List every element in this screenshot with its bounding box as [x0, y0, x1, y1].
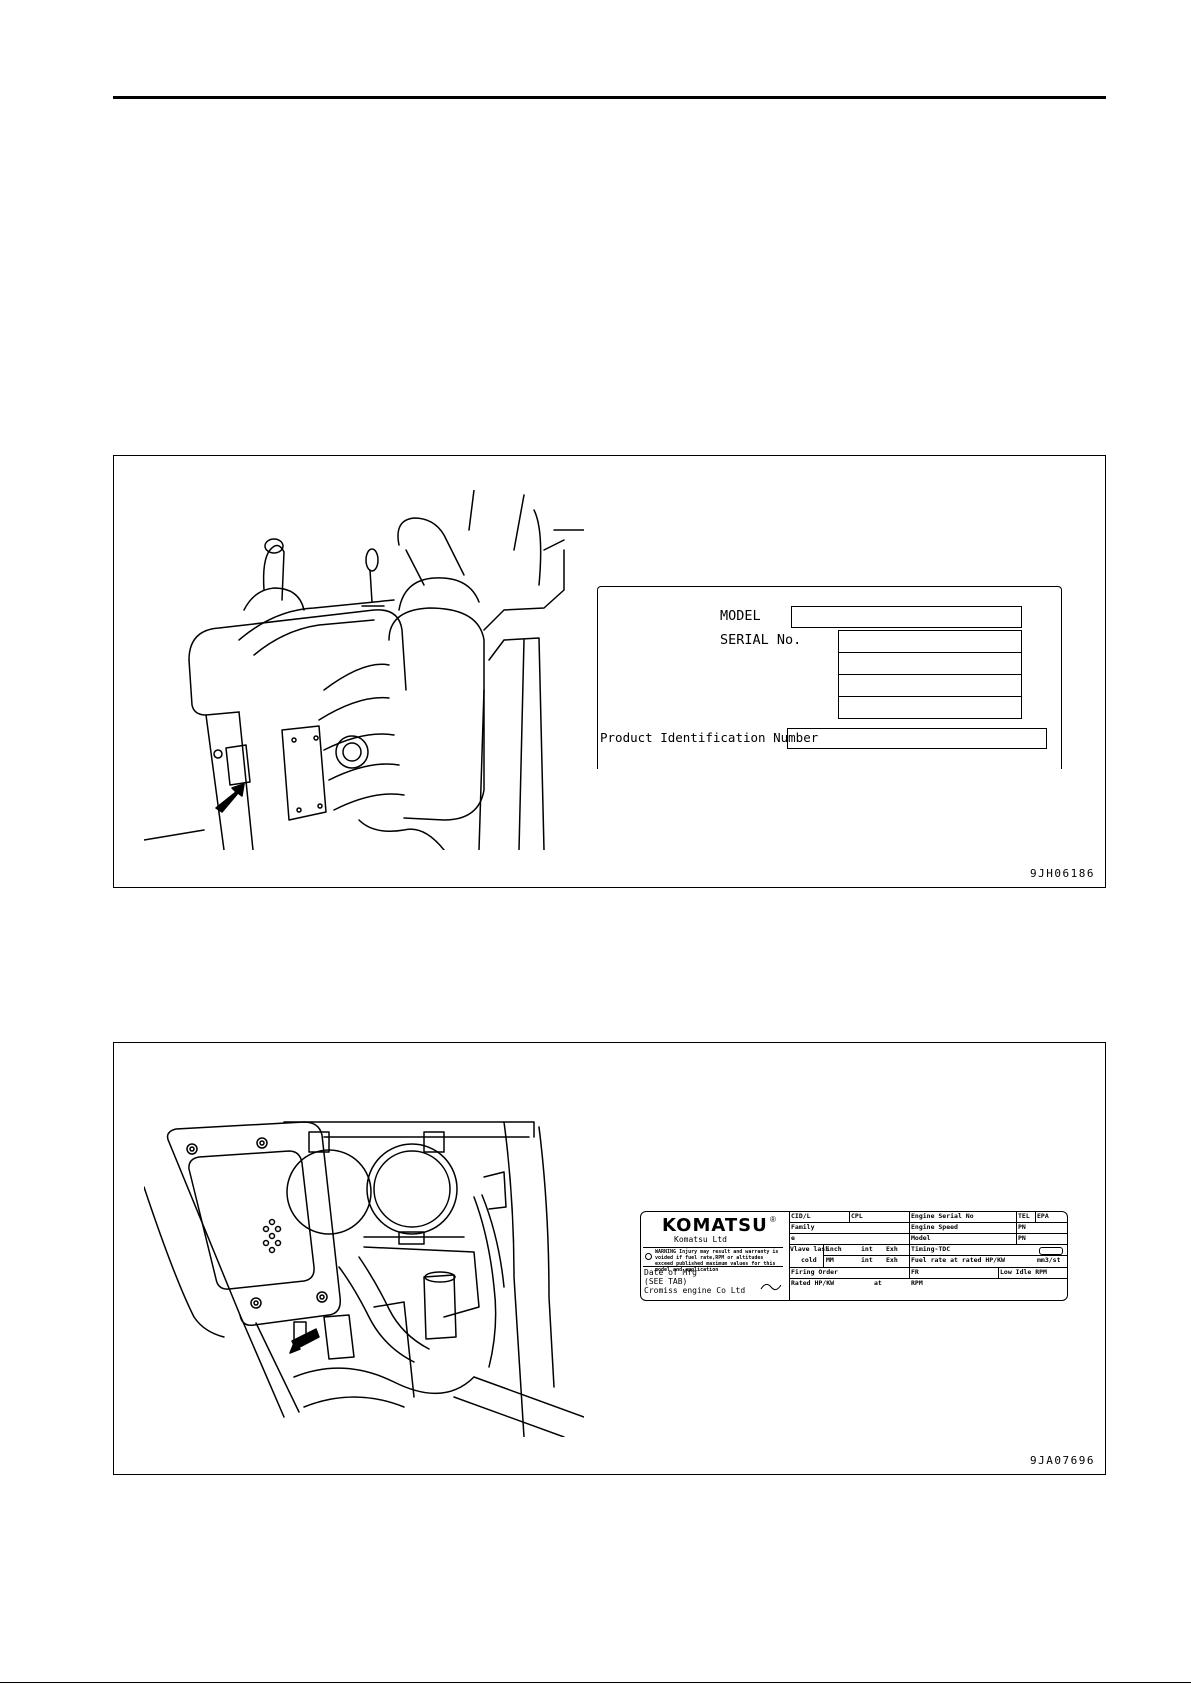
- fr-cell: FR: [911, 1268, 919, 1276]
- figure-engine-plate: KOMATSU ® Komatsu Ltd WARNING Injury may…: [113, 1042, 1106, 1475]
- komatsu-logo: KOMATSU: [662, 1215, 768, 1236]
- cpl-cell: CPL: [851, 1212, 863, 1220]
- pn-cell-1: PN: [1018, 1223, 1026, 1231]
- operator-console-illustration: [144, 490, 584, 850]
- engine-serial-cell: Engine Serial No: [911, 1212, 974, 1220]
- rated-cell: Rated HP/KW: [791, 1279, 835, 1287]
- timing-window-icon: [1039, 1247, 1063, 1255]
- fuel-rate-cell: Fuel rate at rated HP/KW: [911, 1256, 1005, 1264]
- epa-cell: EPA: [1037, 1212, 1049, 1220]
- date-of-mfg-label: Date of Mfg: [644, 1268, 697, 1277]
- timing-cell: Timing-TDC: [911, 1245, 951, 1253]
- rpm-cell: RPM: [911, 1279, 923, 1287]
- pin-label: Product Identification Number: [600, 730, 819, 745]
- serial-field-2: [838, 652, 1022, 675]
- exh-cell-1: Exh: [886, 1245, 898, 1253]
- cold-cell: cold: [801, 1256, 817, 1264]
- warning-circle-icon: [645, 1253, 652, 1260]
- model-cell: Model: [911, 1234, 931, 1242]
- model-label: MODEL: [720, 608, 761, 624]
- serial-field-1: [838, 630, 1022, 653]
- figure-operator-seat-plate: MODEL SERIAL No. Product Identification …: [113, 455, 1106, 888]
- e-cell: e: [791, 1234, 795, 1242]
- valve-lash-cell: Vlave lash: [790, 1245, 830, 1253]
- brand-subtitle: Komatsu Ltd: [674, 1235, 727, 1244]
- figure-code: 9JH06186: [1030, 867, 1095, 880]
- family-cell: Family: [791, 1223, 815, 1231]
- mm3-cell: mm3/st: [1037, 1256, 1061, 1264]
- serial-field-4: [838, 696, 1022, 719]
- figure-code: 9JA07696: [1030, 1454, 1095, 1467]
- warning-block: WARNING Injury may result and warranty i…: [643, 1247, 783, 1273]
- header-rule: [113, 96, 1106, 99]
- see-tab-label: (SEE TAB): [644, 1277, 688, 1286]
- plate-frame: [597, 586, 1062, 769]
- engine-compartment-illustration: [144, 1121, 584, 1437]
- int-cell-2: int: [861, 1256, 873, 1264]
- maker-label: Cromiss engine Co Ltd: [644, 1286, 746, 1295]
- low-idle-cell: Low Idle RPM: [1000, 1268, 1047, 1276]
- cid-cell: CID/L: [791, 1212, 811, 1220]
- serial-label: SERIAL No.: [720, 632, 802, 648]
- firing-order-cell: Firing Order: [791, 1268, 838, 1276]
- spec-grid: CID/L CPL Engine Serial No TEL EPA Famil…: [789, 1211, 1068, 1301]
- engine-speed-cell: Engine Speed: [911, 1223, 958, 1231]
- mm-cell: MM: [826, 1256, 834, 1264]
- nameplate-frame: [640, 1211, 1068, 1301]
- warning-text: WARNING Injury may result and warranty i…: [655, 1249, 779, 1273]
- exh-cell-2: Exh: [886, 1256, 898, 1264]
- inch-cell: inch: [826, 1245, 842, 1253]
- serial-field-3: [838, 674, 1022, 697]
- registered-mark: ®: [770, 1215, 776, 1224]
- footer-rule: [0, 1682, 1191, 1683]
- int-cell-1: int: [861, 1245, 873, 1253]
- pn-cell-2: PN: [1018, 1234, 1026, 1242]
- wave-icon: [760, 1283, 782, 1291]
- serial-number-plate: MODEL SERIAL No. Product Identification …: [597, 586, 1063, 770]
- engine-nameplate: KOMATSU ® Komatsu Ltd WARNING Injury may…: [640, 1211, 1068, 1301]
- at-cell: at: [874, 1279, 882, 1287]
- tel-cell: TEL: [1018, 1212, 1030, 1220]
- pin-field: [787, 728, 1047, 749]
- model-field: [791, 606, 1022, 628]
